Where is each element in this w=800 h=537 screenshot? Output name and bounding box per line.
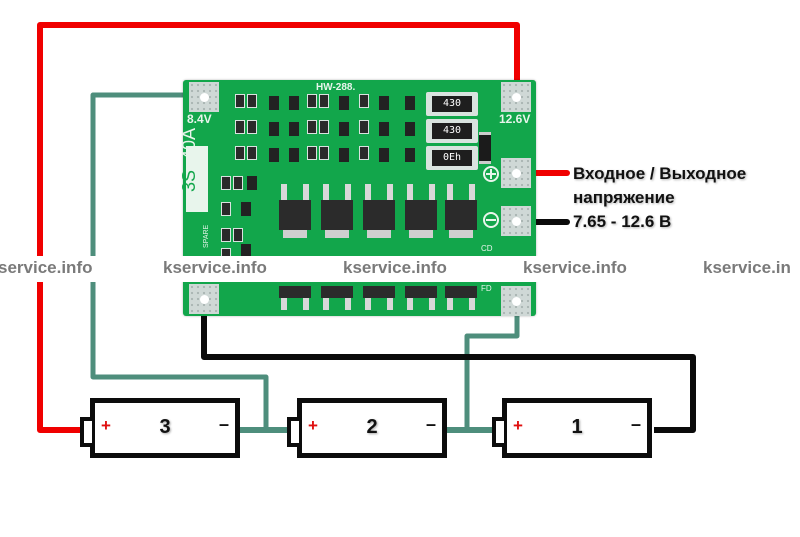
mosfet	[317, 178, 357, 238]
mosfet	[359, 178, 399, 238]
pad-bminus	[189, 284, 219, 314]
battery-number: 2	[366, 416, 378, 438]
pad-pminus	[501, 206, 531, 236]
minus-symbol-icon	[483, 212, 499, 228]
side-marking: SPARE	[203, 224, 210, 248]
battery-cell-3: + 3 –	[80, 398, 240, 458]
battery-terminal-icon	[287, 417, 299, 447]
negative-wire	[201, 300, 696, 433]
spec-box	[186, 146, 208, 212]
watermark-text: kservice.in	[703, 258, 791, 277]
mosfet	[359, 286, 399, 312]
battery-minus: –	[630, 414, 641, 434]
io-voltage-label-range: 7.65 - 12.6 В	[573, 212, 672, 231]
battery-number: 1	[571, 416, 583, 438]
shunt-resistor-2: 430	[426, 119, 478, 143]
watermark-text: kservice.info	[343, 258, 447, 277]
pad-bplus	[501, 82, 531, 112]
diode	[479, 132, 491, 164]
plus-symbol-icon	[483, 166, 499, 182]
battery-terminal-icon	[492, 417, 504, 447]
positive-wire	[37, 22, 520, 433]
board-model: HW-288.	[316, 82, 356, 93]
balance-wire-4v2	[464, 300, 520, 430]
shunt-resistor-3: 0Eh	[426, 146, 478, 170]
watermark-text: service.info	[0, 258, 93, 277]
battery-plus: +	[513, 416, 523, 435]
shunt-resistor-1: 430	[426, 92, 478, 116]
battery-cell-2: + 2 –	[287, 398, 447, 458]
balance-wire-8v4	[90, 92, 269, 430]
current-rating: 40A	[179, 127, 199, 160]
mosfet	[401, 178, 441, 238]
mosfet	[441, 178, 481, 238]
battery-cell-1: + 1 –	[492, 398, 652, 458]
pad-b2	[501, 286, 531, 316]
label-fd: FD	[481, 284, 492, 293]
pad-pplus	[501, 158, 531, 188]
pad-label-12v6: 12.6V	[499, 112, 531, 126]
io-voltage-label-line2: напряжение	[573, 188, 675, 207]
mosfet	[441, 286, 481, 312]
battery-terminal-icon	[80, 417, 92, 447]
watermark-band	[0, 256, 800, 282]
label-cd: CD	[481, 244, 493, 253]
pad-b1	[189, 82, 219, 112]
watermark-text: kservice.info	[523, 258, 627, 277]
mosfet	[401, 286, 441, 312]
battery-number: 3	[159, 416, 171, 438]
watermark-text: kservice.info	[163, 258, 267, 277]
battery-plus: +	[308, 416, 318, 435]
mosfet	[317, 286, 357, 312]
mosfet	[275, 178, 315, 238]
io-voltage-label-line1: Входное / Выходное	[573, 164, 747, 183]
battery-minus: –	[425, 414, 436, 434]
battery-minus: –	[218, 414, 229, 434]
battery-plus: +	[101, 416, 111, 435]
cell-config: 3S	[179, 169, 199, 192]
pad-label-8v4: 8.4V	[187, 112, 212, 126]
mosfet	[275, 286, 315, 312]
